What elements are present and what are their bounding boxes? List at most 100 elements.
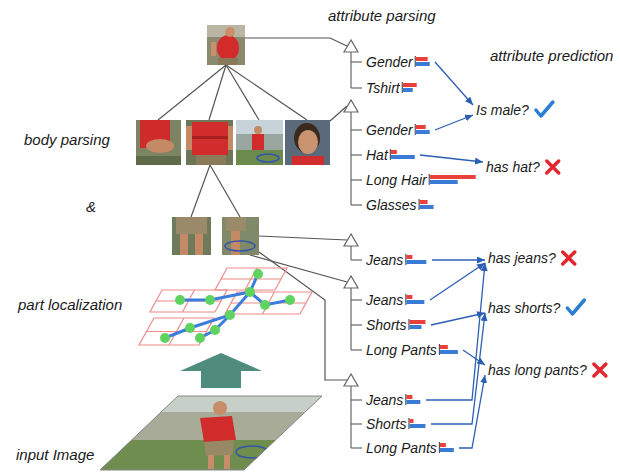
pose-skeleton [165, 274, 290, 338]
prediction-node: has hat? [484, 158, 542, 176]
image-patch [292, 156, 324, 165]
body-tree-line [259, 236, 347, 240]
score-bars [391, 150, 397, 154]
attribute-name: Hat [366, 146, 388, 164]
prediction-node: has jeans? [486, 249, 558, 267]
score-bars [405, 254, 426, 265]
score-bars [439, 344, 458, 355]
score-bars [416, 62, 430, 66]
parse-tree [344, 40, 358, 52]
image-patch [225, 27, 235, 37]
parse-tree [351, 447, 362, 448]
score-bars [405, 394, 420, 405]
check-mark [536, 102, 553, 116]
score-bars [416, 130, 430, 134]
prediction-arrow [420, 155, 483, 162]
section-heading: & [86, 198, 96, 216]
parse-tree [350, 288, 351, 350]
check-mark [567, 300, 584, 314]
parse-tree [351, 129, 362, 130]
image-patch [192, 122, 228, 155]
body-tree-line [158, 65, 226, 120]
block-arrow [180, 353, 262, 388]
joint-dot [175, 295, 185, 305]
joint-dot [245, 287, 255, 297]
image-patch [222, 217, 259, 255]
prediction-arrow [463, 350, 485, 365]
image-patch [298, 130, 318, 154]
body-tree-line [226, 65, 259, 120]
prediction-arrow [430, 263, 485, 300]
photo-frame [100, 396, 322, 470]
score-bars [430, 180, 458, 184]
input-photo [208, 455, 214, 469]
parse-tree [351, 259, 362, 260]
check-mark [536, 102, 553, 116]
joint-dot [205, 295, 215, 305]
image-patch [195, 234, 203, 255]
score-bars [408, 418, 409, 429]
input-photo [200, 416, 236, 442]
score-bars [430, 175, 476, 179]
image-patch [207, 25, 245, 65]
attribute-node: Shorts [364, 316, 431, 334]
attribute-node: Long Pants [364, 439, 459, 457]
score-bars [439, 344, 440, 355]
score-bars [391, 155, 415, 159]
image-patch [207, 25, 245, 65]
parse-tree [351, 324, 362, 325]
cross-mark [594, 364, 606, 376]
joint-dot [160, 269, 295, 343]
score-bars [439, 442, 440, 453]
parse-tree [351, 179, 362, 180]
image-patch [294, 123, 320, 153]
prediction-arrow [432, 259, 485, 260]
section-heading: body parsing [24, 131, 110, 149]
score-bars [420, 205, 434, 209]
score-bars [416, 57, 428, 61]
prediction-question: has shorts? [488, 299, 560, 317]
score-bars [439, 442, 454, 453]
image-patch [172, 217, 211, 255]
joint-dot [185, 323, 195, 333]
attribute-name: Jeans [366, 291, 403, 309]
attribute-name: Long Pants [366, 341, 437, 359]
section-heading: input Image [16, 446, 94, 464]
input-photo [100, 396, 322, 412]
cross-mark [594, 364, 606, 376]
attribute-node: Gender [364, 53, 435, 71]
score-bars [440, 448, 454, 452]
body-tree-line [245, 38, 347, 46]
parse-tree [351, 87, 362, 88]
image-patch [222, 217, 259, 255]
parse-tree [344, 100, 358, 112]
image-patch [236, 120, 283, 165]
attribute-node: Shorts [364, 415, 431, 433]
image-patch [257, 154, 279, 162]
score-bars [415, 124, 416, 135]
body-tree-line [158, 38, 347, 380]
image-patch [186, 126, 192, 150]
score-bars [390, 149, 391, 160]
part-grid [139, 318, 214, 345]
prediction-question: Is male? [476, 101, 529, 119]
joint-dot [210, 325, 220, 335]
score-bars [408, 319, 425, 330]
attribute-node: Hat [364, 146, 420, 164]
parse-tree [351, 399, 362, 400]
input-photo [224, 455, 230, 469]
prediction-arrow [459, 375, 485, 448]
image-patch [186, 120, 233, 165]
image-patch [254, 126, 262, 134]
image-patch [236, 150, 283, 165]
attribute-name: Shorts [366, 415, 406, 433]
section-heading: attribute parsing [328, 7, 436, 25]
score-bars [429, 174, 476, 185]
score-bars [403, 83, 417, 87]
parse-tree [351, 423, 362, 424]
joint-dot [225, 310, 235, 320]
body-tree-line [330, 106, 347, 121]
body-tree-line [210, 165, 240, 217]
